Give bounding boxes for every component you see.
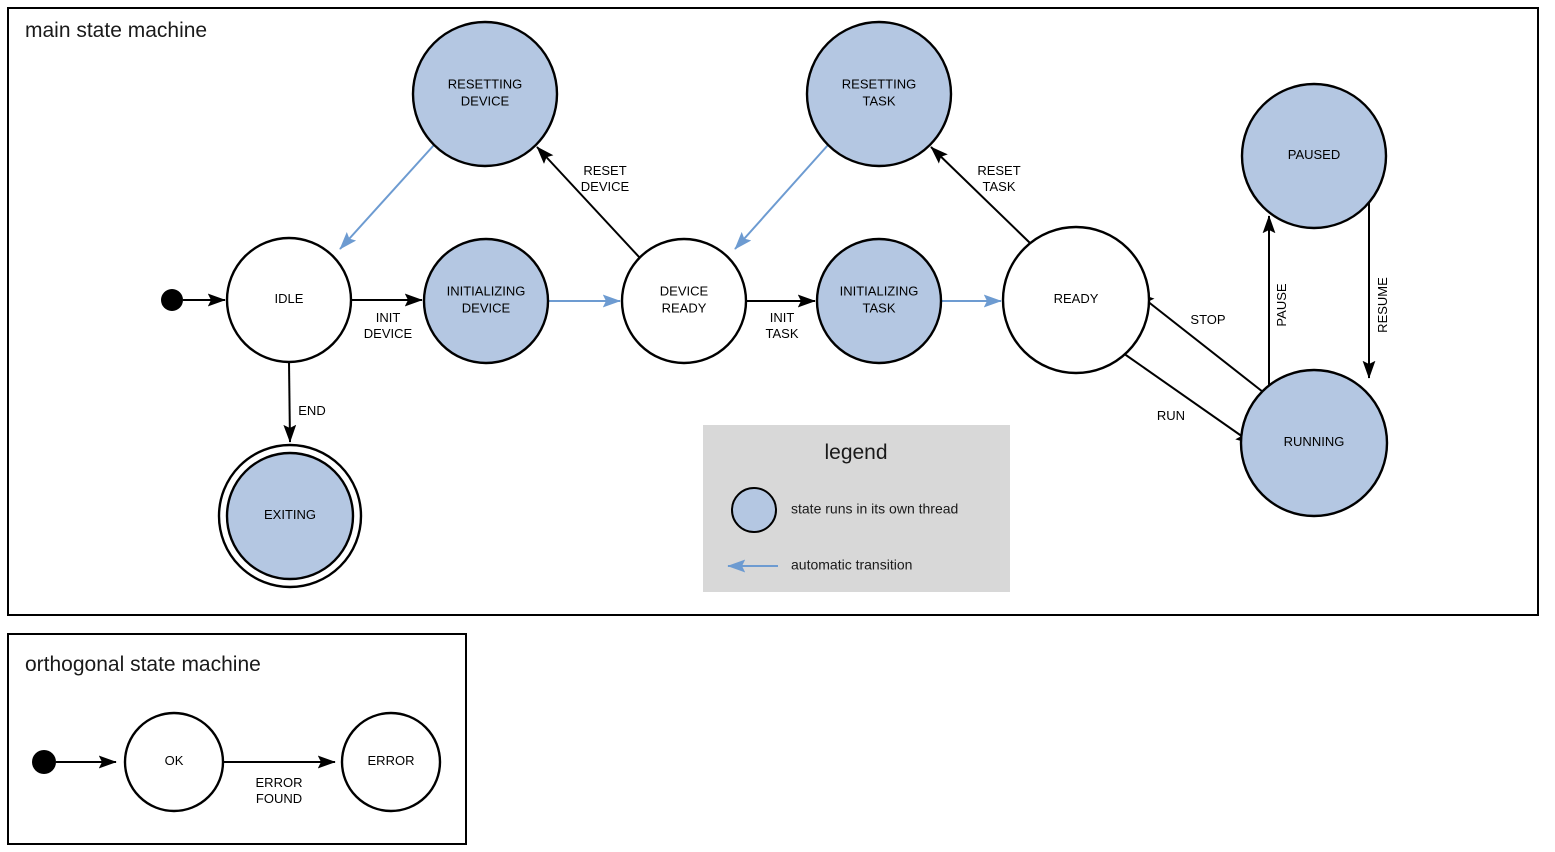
state-shape bbox=[815, 237, 943, 365]
state-shape bbox=[620, 237, 748, 365]
state-shape bbox=[225, 236, 353, 364]
main-initial-state-dot[interactable] bbox=[161, 289, 183, 311]
state-shape bbox=[340, 711, 442, 813]
orthogonal-state-machine-title: orthogonal state machine bbox=[25, 653, 261, 676]
state-label: PAUSED bbox=[1288, 147, 1341, 162]
state-shape bbox=[422, 237, 550, 365]
transition-arrow-icon bbox=[734, 144, 829, 250]
legend-layer: legend state runs in its own thread automa… bbox=[703, 425, 1010, 592]
state-shape bbox=[123, 711, 225, 813]
transition-arrow-icon bbox=[283, 361, 297, 443]
transition-arrow-icon bbox=[930, 146, 1031, 244]
transition-label: STOP bbox=[1190, 312, 1225, 327]
main-transition-resetting-device-to-idle[interactable] bbox=[339, 144, 435, 250]
legend-title: legend bbox=[824, 441, 887, 464]
state-shape bbox=[225, 451, 355, 581]
main-state-ready[interactable]: READY bbox=[1001, 225, 1151, 375]
main-state-running[interactable]: RUNNING bbox=[1239, 368, 1389, 518]
ortho-state-error[interactable]: ERROR bbox=[340, 711, 442, 813]
legend-thread-label: state runs in its own thread bbox=[791, 501, 958, 517]
legend-auto-transition-label: automatic transition bbox=[791, 557, 912, 573]
final-state-outer-ring bbox=[217, 443, 363, 589]
ortho-state-ok[interactable]: OK bbox=[123, 711, 225, 813]
state-label: IDLE bbox=[275, 291, 304, 306]
transition-label: END bbox=[298, 403, 325, 418]
main-state-exiting[interactable]: EXITING bbox=[217, 443, 363, 589]
main-state-idle[interactable]: IDLE bbox=[225, 236, 353, 364]
state-label: EXITING bbox=[264, 507, 316, 522]
transition-arrow-icon bbox=[1136, 292, 1264, 393]
main-transition-paused-to-running[interactable]: RESUME bbox=[1362, 203, 1390, 379]
state-label: READY bbox=[1054, 291, 1099, 306]
state-label: RUNNING bbox=[1284, 434, 1345, 449]
transition-arrow-icon bbox=[1122, 352, 1254, 445]
main-transition-resetting-task-to-device-ready[interactable] bbox=[734, 144, 829, 250]
legend-thread-swatch-icon bbox=[731, 487, 777, 533]
state-shape bbox=[1001, 225, 1151, 375]
main-transition-running-to-paused[interactable]: PAUSE bbox=[1262, 215, 1289, 389]
state-label: OK bbox=[165, 753, 184, 768]
transition-arrow-icon bbox=[536, 146, 641, 259]
state-shape bbox=[1239, 368, 1389, 518]
legend: legend state runs in its own thread automa… bbox=[703, 425, 1010, 592]
state-shape bbox=[805, 20, 953, 168]
main-state-machine-title: main state machine bbox=[25, 19, 207, 42]
main-transition-running-to-ready[interactable]: STOP bbox=[1136, 292, 1264, 393]
transition-label: PAUSE bbox=[1274, 283, 1289, 326]
transition-label: RESUME bbox=[1375, 277, 1390, 333]
state-label: ERROR bbox=[368, 753, 415, 768]
main-transition-idle-to-exiting[interactable]: END bbox=[283, 361, 326, 443]
ortho-initial-state-dot[interactable] bbox=[32, 750, 56, 774]
state-shape bbox=[1240, 82, 1388, 230]
main-transition-ready-to-running[interactable]: RUN bbox=[1122, 352, 1254, 445]
main-state-paused[interactable]: PAUSED bbox=[1240, 82, 1388, 230]
transition-label: RUN bbox=[1157, 408, 1185, 423]
state-shape bbox=[411, 20, 559, 168]
transition-arrow-icon bbox=[339, 144, 435, 250]
